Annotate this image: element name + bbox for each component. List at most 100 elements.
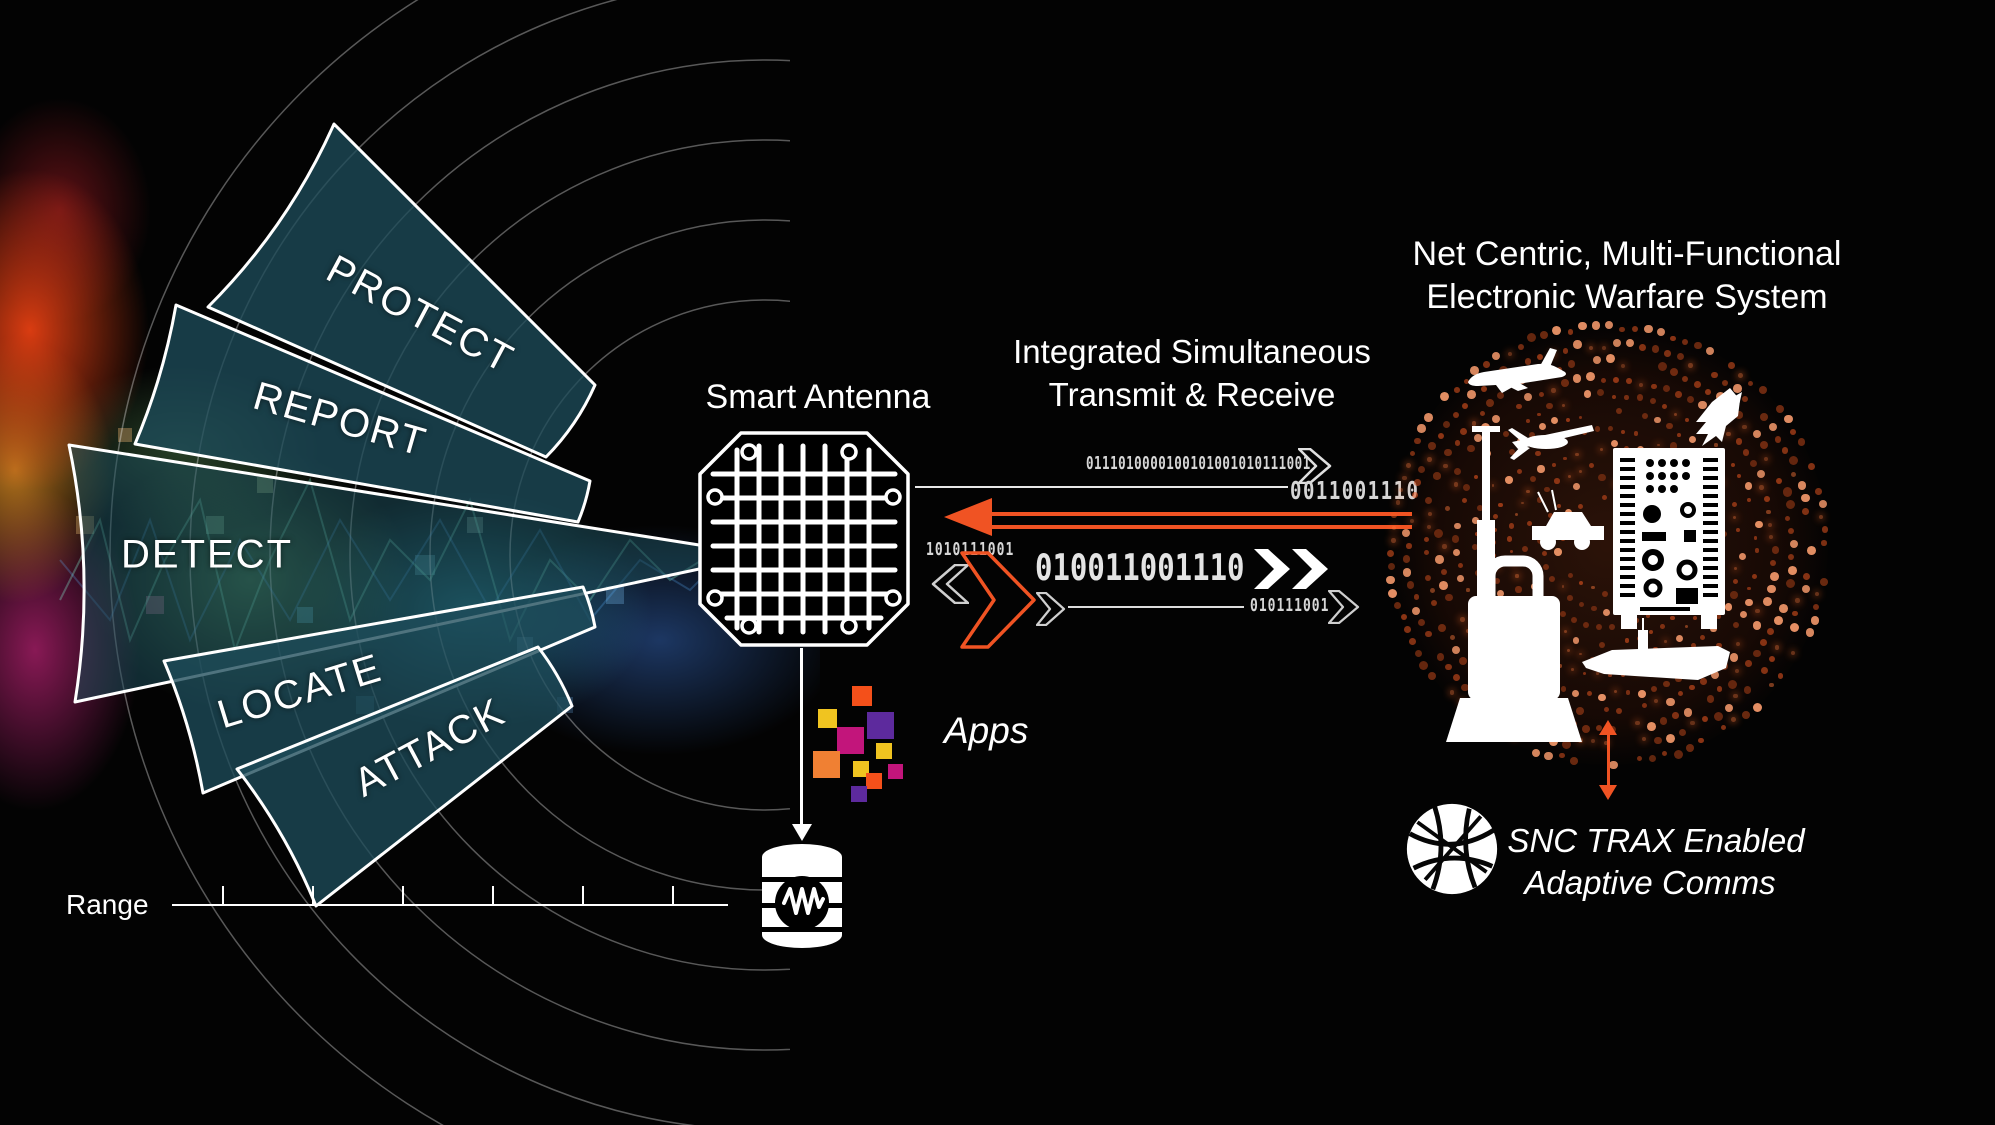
vehicle-icon <box>1532 489 1604 550</box>
ew-dot <box>1567 329 1574 335</box>
ew-dot <box>1821 540 1827 546</box>
ew-dot <box>1462 483 1471 492</box>
ew-dot <box>1437 433 1444 440</box>
ew-dot <box>1400 614 1407 621</box>
ew-dot <box>1417 618 1426 627</box>
ew-dot <box>1414 479 1421 486</box>
ew-dot <box>1412 492 1418 498</box>
ew-dot <box>1731 717 1736 722</box>
ew-dot <box>1812 603 1819 610</box>
ew-dot <box>1578 415 1583 420</box>
ew-dot <box>1544 752 1553 761</box>
ew-dot <box>1688 435 1696 443</box>
ew-dot <box>1492 351 1501 360</box>
ew-dot <box>1391 512 1397 518</box>
ew-dot <box>1615 707 1623 715</box>
ew-dot <box>1693 380 1701 388</box>
ew-dot <box>1735 438 1743 446</box>
app-square <box>813 751 840 778</box>
ew-dot <box>1430 587 1435 593</box>
apps-label: Apps <box>944 710 1029 751</box>
range-tick <box>222 886 224 906</box>
ew-dot <box>1452 548 1460 556</box>
ew-dot <box>1663 681 1670 688</box>
ew-dot <box>1591 739 1596 744</box>
ew-dot <box>1727 679 1737 689</box>
range-label: Range <box>66 889 149 920</box>
ew-dot <box>1407 581 1415 589</box>
ew-dot <box>1427 671 1436 680</box>
ew-dot <box>1770 559 1777 567</box>
ew-dot <box>1525 358 1532 365</box>
ew-dot <box>1739 610 1747 619</box>
ew-dot <box>1406 543 1412 549</box>
ew-dot <box>1664 350 1671 357</box>
ew-dot <box>1666 422 1673 429</box>
ew-dot <box>1516 403 1522 410</box>
ew-dot <box>1392 525 1397 531</box>
transmit-orange-chevron-icon <box>960 551 1036 649</box>
ew-dot <box>1791 650 1796 656</box>
range-tick <box>672 886 674 906</box>
ew-dot <box>1461 683 1469 692</box>
ew-dot <box>1716 614 1722 619</box>
ew-dot <box>1596 672 1599 675</box>
tx-binary-stream: 0111010000100101001010111001 <box>1086 452 1311 473</box>
ew-dot <box>1769 682 1775 688</box>
ew-dot <box>1689 684 1695 691</box>
ew-dot <box>1739 552 1747 560</box>
ew-dot <box>1559 753 1565 759</box>
ew-dot <box>1744 660 1752 667</box>
ew-dot <box>1445 506 1451 511</box>
ew-dot <box>1789 622 1799 632</box>
snc-link-arrow <box>1598 720 1618 800</box>
ew-dot <box>1747 380 1753 386</box>
ew-dot <box>1675 391 1682 398</box>
tail-line <box>1068 606 1244 608</box>
report-wedge <box>133 303 592 524</box>
ew-dot <box>1445 593 1453 602</box>
ew-dot <box>1471 421 1477 426</box>
ew-dot <box>1603 740 1609 746</box>
ew-dot <box>1466 588 1470 592</box>
ew-dot <box>1768 422 1778 432</box>
ew-dot <box>1570 668 1574 671</box>
ew-dot <box>1414 649 1422 657</box>
ew-dot <box>1651 344 1660 353</box>
ew-dot <box>1766 509 1772 515</box>
ew-dot <box>1578 503 1584 509</box>
ew-dot <box>1621 430 1626 435</box>
ew-dot <box>1491 484 1495 488</box>
ew-dot <box>1636 394 1643 401</box>
ew-dot <box>1759 485 1764 490</box>
ew-dot <box>1586 690 1592 697</box>
equipment-rack-icon <box>1613 448 1725 629</box>
ew-dot <box>1561 403 1565 407</box>
ew-dot <box>1706 695 1715 703</box>
ew-dot <box>1552 463 1556 467</box>
app-square <box>818 709 837 728</box>
ew-dot <box>1726 431 1731 437</box>
ew-dot <box>1434 528 1444 538</box>
ew-dot <box>1526 333 1536 343</box>
ew-dot <box>1818 514 1824 520</box>
ew-dot <box>1788 565 1798 575</box>
ew-dot <box>1560 378 1569 387</box>
ew-dot <box>1745 598 1753 607</box>
ew-dot <box>1469 365 1479 375</box>
ew-dot <box>1716 686 1723 692</box>
ew-dot <box>1410 450 1416 456</box>
ew-dot <box>1602 495 1608 501</box>
ew-dot <box>1554 478 1560 484</box>
ew-dot <box>1771 546 1780 554</box>
ew-dot <box>1801 585 1810 594</box>
ew-dot <box>1733 693 1738 698</box>
ew-dot <box>1610 440 1619 448</box>
receive-arrow-icon <box>944 498 992 536</box>
ew-dot <box>1821 526 1829 534</box>
ew-dot <box>1613 376 1620 383</box>
ew-dot <box>1774 436 1781 443</box>
ew-dot <box>1493 578 1500 585</box>
ew-dot <box>1443 463 1448 469</box>
ew-dot <box>1459 617 1465 623</box>
